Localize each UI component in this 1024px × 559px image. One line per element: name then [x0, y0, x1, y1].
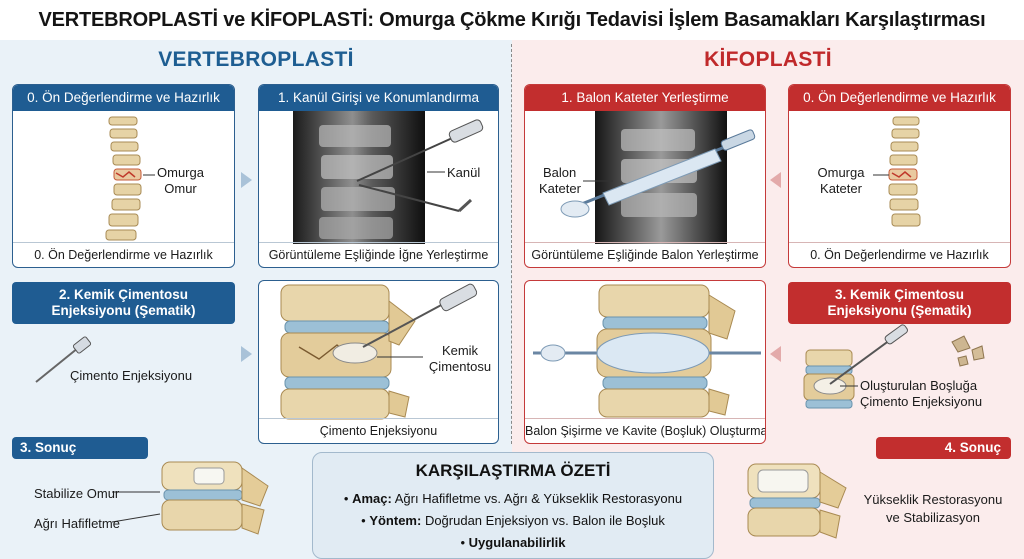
summary-method-key: Yöntem:	[369, 513, 422, 528]
v-step2-label-2: Çimentosu	[428, 359, 492, 374]
k-step4-label-2: ve Stabilizasyon	[886, 510, 980, 525]
balloon-inflation-illustration	[533, 284, 761, 418]
k-arrow-left-1	[770, 172, 781, 188]
v-step2-header: 2. Kemik Çimentosu Enjeksiyonu (Şematik)	[12, 282, 235, 324]
k-step0-label-1: Omurga	[817, 165, 865, 180]
label-leaders	[111, 491, 161, 523]
cavity-cement-illustration	[803, 324, 985, 409]
syringe-needle-icon	[35, 336, 92, 383]
summary-line-goal: • Amaç: Ağrı Hafifletme vs. Ağrı & Yükse…	[343, 491, 683, 506]
v-step1-card: 1. Kanül Girişi ve Konumlandırma Kanül G…	[258, 84, 499, 268]
k-step1-footer: Görüntüleme Eşliğinde Balon Yerleştirme	[525, 242, 765, 267]
v-step0-card: 0. Ön Değerlendirme ve Hazırlık Omurga O…	[12, 84, 235, 268]
summary-goal-key: Amaç:	[352, 491, 392, 506]
k-step3-label-2: Çimento Enjeksiyonu	[860, 394, 983, 409]
v-step3-header: 3. Sonuç	[12, 437, 148, 459]
k-step4-label-1: Yükseklik Restorasyonu	[863, 492, 1003, 507]
k-step1-label-1: Balon	[543, 165, 577, 180]
page-title: VERTEBROPLASTİ ve KİFOPLASTİ: Omurga Çök…	[38, 9, 986, 31]
v-step2-card: Kemik Çimentosu Çimento Enjeksiyonu	[258, 280, 499, 444]
vertebroplasti-heading: VERTEBROPLASTİ	[158, 48, 354, 71]
v-step3-label-2: Ağrı Hafifletme	[34, 516, 120, 531]
v-arrow-right-2	[241, 346, 252, 362]
k-step3-header: 3. Kemik Çimentosu Enjeksiyonu (Şematik)	[788, 282, 1011, 324]
k-step2-footer: Balon Şişirme ve Kavite (Boşluk) Oluştur…	[525, 418, 765, 443]
comparison-summary: KARŞILAŞTIRMA ÖZETİ • Amaç: Ağrı Hafifle…	[312, 452, 714, 559]
k-arrow-left-2	[770, 346, 781, 362]
summary-title: KARŞILAŞTIRMA ÖZETİ	[415, 461, 611, 480]
v-step0-footer: 0. Ön Değerlendirme ve Hazırlık	[13, 242, 234, 267]
k-step1-label-2: Kateter	[539, 181, 581, 196]
v-arrow-right-1	[241, 172, 252, 188]
v-step1-label: Kanül	[447, 165, 481, 180]
v-step0-label-1: Omurga	[157, 165, 204, 180]
summary-line-applicability: • Uygulanabilirlik	[460, 535, 566, 550]
k-step4-header: 4. Sonuç	[876, 437, 1011, 459]
k-step2-card: Balon Şişirme ve Kavite (Boşluk) Oluştur…	[524, 280, 766, 444]
k-step3-header-line1: 3. Kemik Çimentosu	[834, 287, 965, 302]
stabilized-vertebra-illustration	[161, 461, 269, 535]
summary-line-method: • Yöntem: Doğrudan Enjeksiyon vs. Balon …	[361, 513, 665, 528]
k-step0-card: 0. Ön Değerlendirme ve Hazırlık Omurga K…	[788, 84, 1011, 268]
spine-illustration	[105, 116, 155, 241]
v-step0-header: 0. Ön Değerlendirme ve Hazırlık	[13, 85, 234, 111]
k-step0-label-2: Kateter	[820, 181, 862, 196]
v-step2-side-label: Çimento Enjeksiyonu	[70, 368, 193, 383]
v-step2-header-line2: Enjeksiyonu (Şematik)	[51, 303, 196, 318]
k-step3-header-line2: Enjeksiyonu (Şematik)	[827, 303, 972, 318]
v-step3-label-1: Stabilize Omur	[34, 486, 120, 501]
summary-goal-value: Ağrı Hafifletme vs. Ağrı & Yükseklik Res…	[394, 491, 683, 506]
k-step1-header: 1. Balon Kateter Yerleştirme	[525, 85, 765, 111]
xray-balloon-illustration	[560, 111, 756, 244]
k-step0-header: 0. Ön Değerlendirme ve Hazırlık	[789, 85, 1010, 111]
k-step0-footer: 0. Ön Değerlendirme ve Hazırlık	[789, 242, 1010, 267]
kifoplasti-heading: KİFOPLASTİ	[704, 48, 832, 71]
v-step1-footer: Görüntüleme Eşliğinde İğne Yerleştirme	[259, 242, 498, 267]
v-step1-header: 1. Kanül Girişi ve Konumlandırma	[259, 85, 498, 111]
center-divider	[511, 44, 512, 444]
spine-illustration-k	[873, 116, 921, 227]
v-step0-label-2: Omur	[164, 181, 197, 196]
summary-method-value: Doğrudan Enjeksiyon vs. Balon ile Boşluk	[424, 513, 665, 528]
summary-applicability-key: Uygulanabilirlik	[468, 535, 566, 550]
k-step3-label-1: Oluşturulan Boşluğa	[860, 378, 978, 393]
restored-vertebra-illustration	[747, 463, 847, 539]
v-step2-label-1: Kemik	[441, 343, 479, 358]
cement-injection-illustration	[280, 283, 478, 420]
xray-cannula-illustration	[293, 111, 484, 244]
k-step1-card: 1. Balon Kateter Yerleştirme Balon Katet…	[524, 84, 766, 268]
v-step2-footer: Çimento Enjeksiyonu	[259, 418, 498, 443]
v-step2-header-line1: 2. Kemik Çimentosu	[58, 287, 189, 302]
